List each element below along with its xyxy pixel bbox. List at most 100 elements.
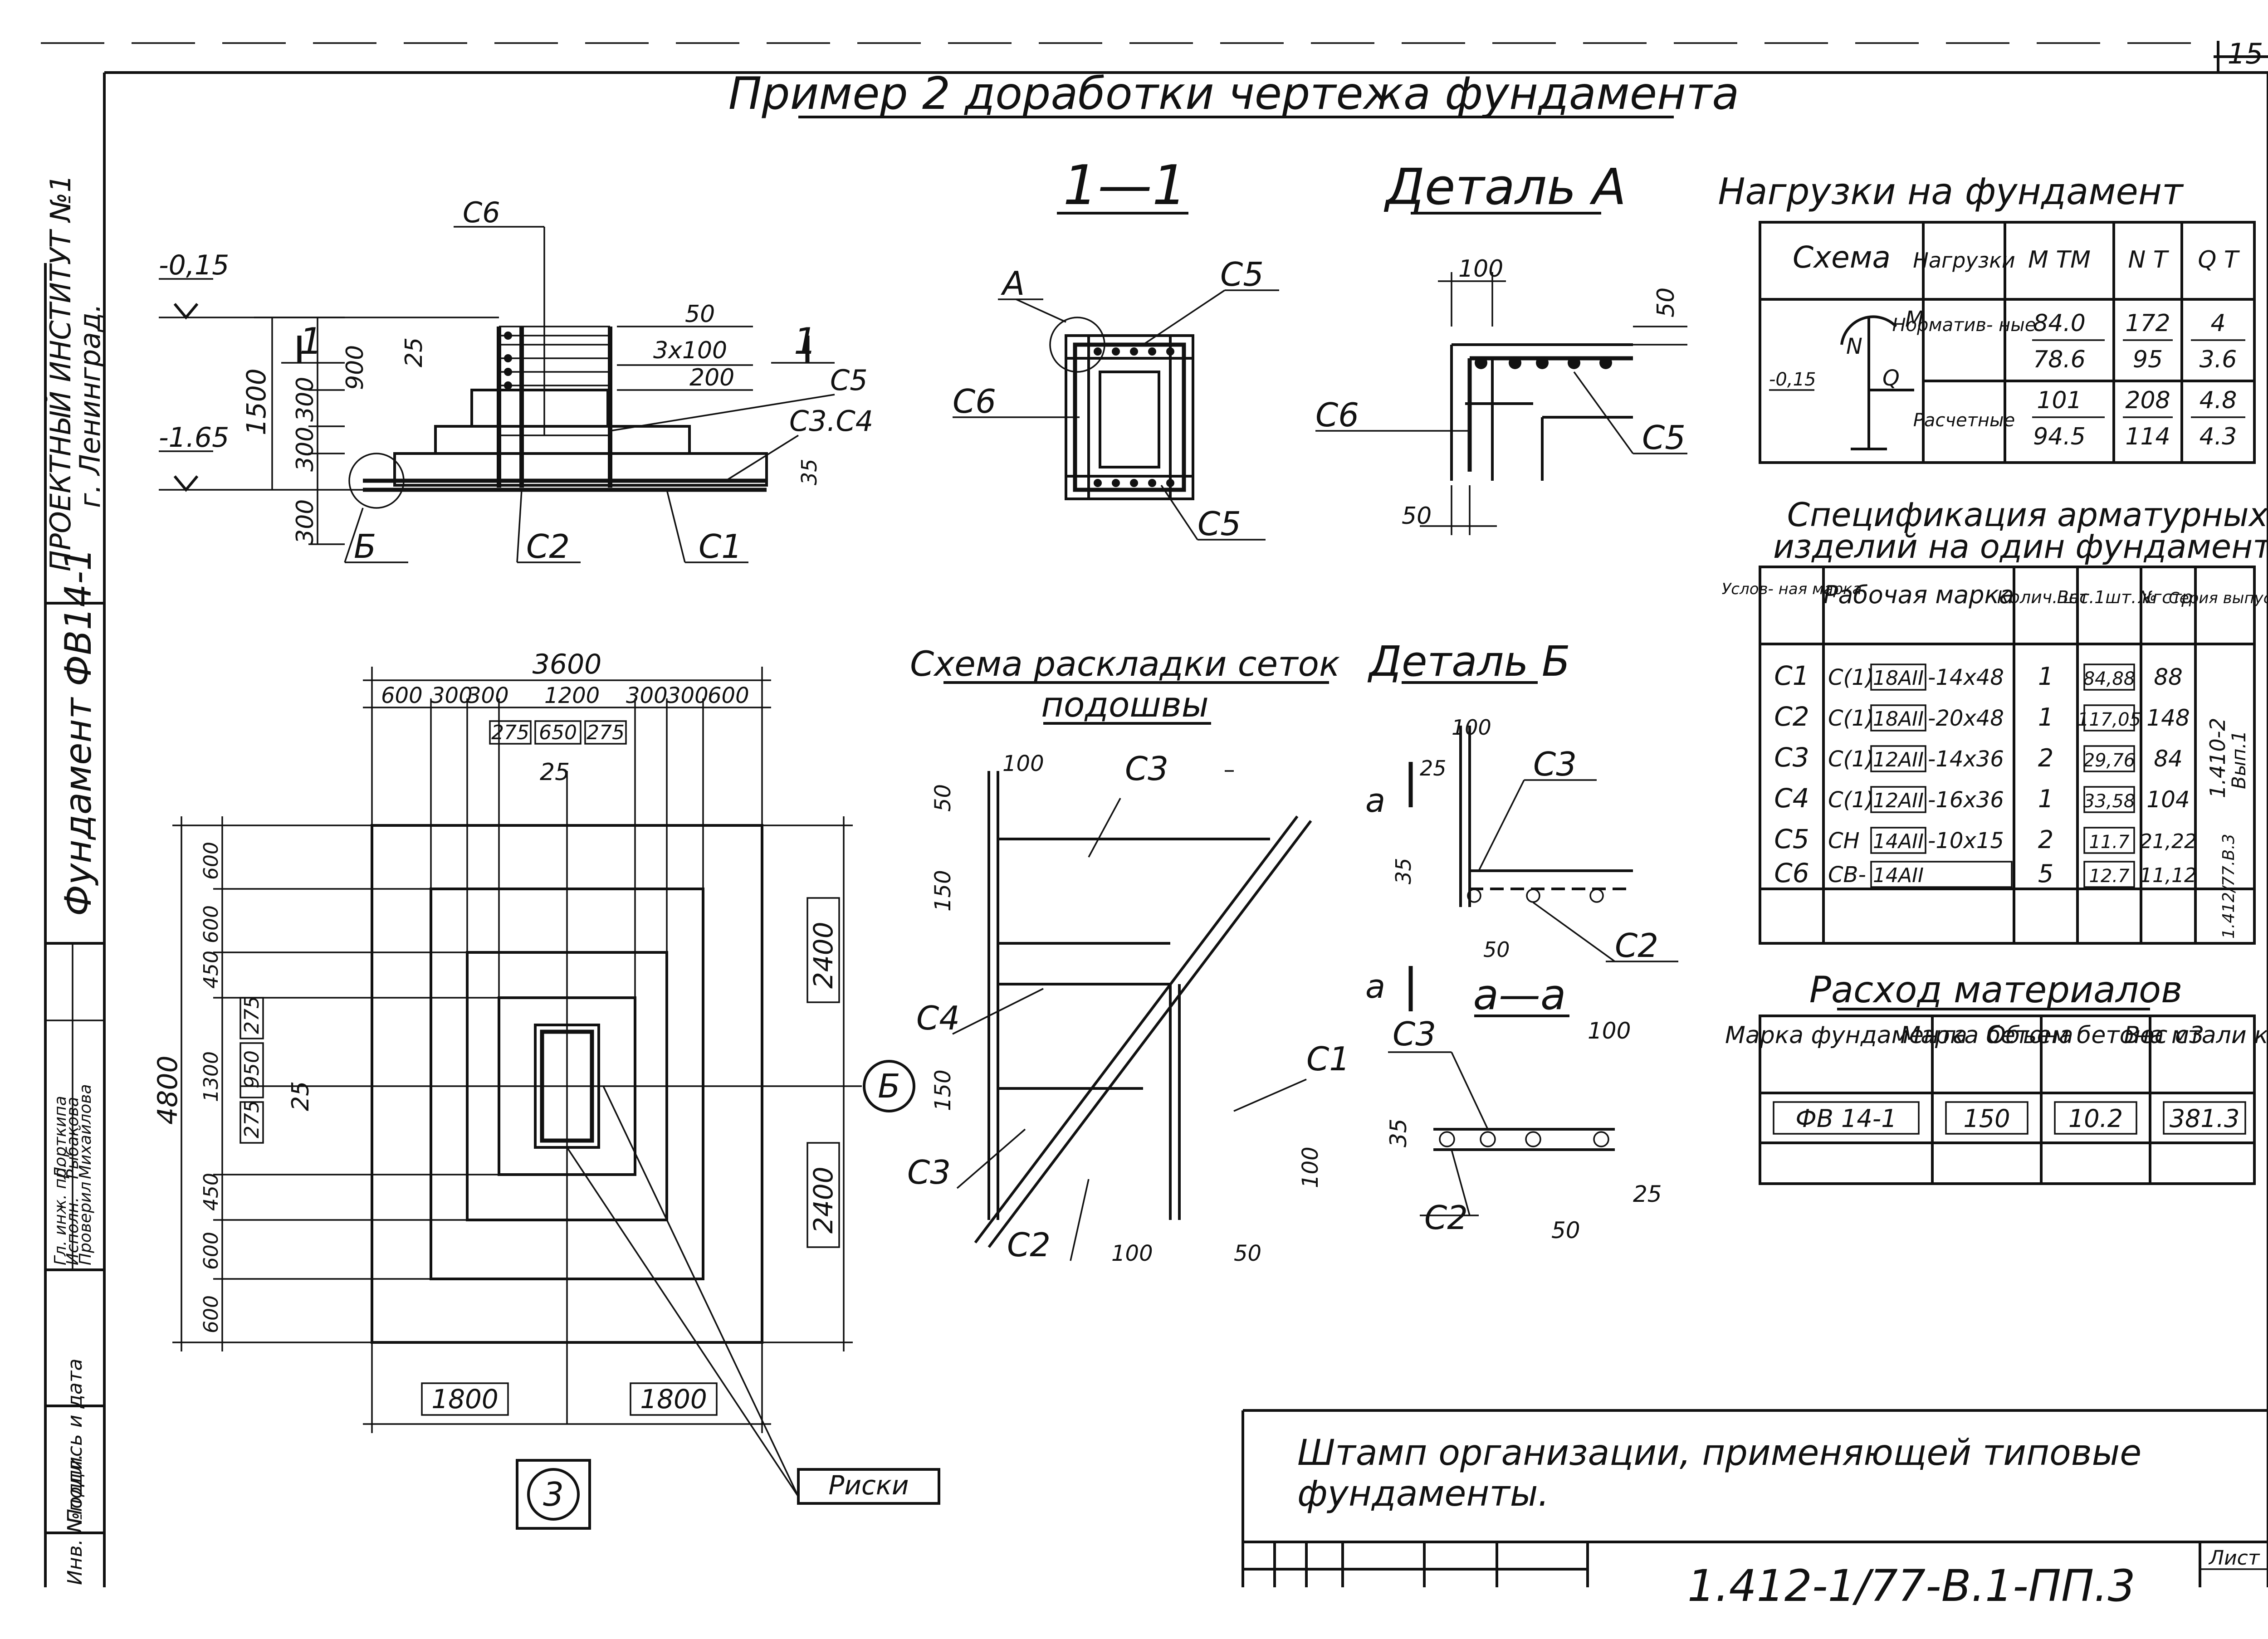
spec-row-4-boxed: 12АII [1873, 789, 1924, 812]
foundation-plan: 3600 600 300 300 1200 300 300 600 275 65… [152, 649, 940, 1530]
spec-row-5-page: 21,22 [2140, 830, 2197, 853]
role-chief-engineer: Гл. инж. пр. [51, 1163, 70, 1265]
plan-left-dim-5: 450 [200, 1173, 223, 1211]
org-line-1: ПРОЕКТНЫЙ ИНСТИТУТ №1 [44, 175, 77, 571]
mesh-dim-100-bottom: 100 [1111, 1241, 1153, 1266]
plan-top-dim-4: 1200 [544, 683, 600, 708]
materials-value-steel: 381.3 [2170, 1104, 2240, 1133]
mesh-dim-100-top: 100 [1002, 751, 1044, 776]
plan-marker-3: 3 [543, 1475, 564, 1513]
spec-row-6-boxed: 14АII [1873, 864, 1924, 887]
plan-bottom-dim-1: 1800 [431, 1384, 499, 1415]
materials-header-steel: Вес стали кг [2124, 1022, 2268, 1049]
loads-scheme-m: М [1905, 307, 1924, 332]
plan-total-width: 3600 [533, 649, 602, 680]
materials-table: Расход материалов Марка фундамента Марка… [1725, 969, 2268, 1185]
dim-50: 50 [685, 301, 715, 328]
section-1-1-label-c5-bottom: С5 [1198, 505, 1241, 543]
plan-dim-25-top: 25 [540, 759, 570, 786]
mesh-dim-50-bottom: 50 [1234, 1241, 1261, 1266]
spec-row-4-qty: 1 [2038, 785, 2053, 813]
materials-title: Расход материалов [1809, 969, 2183, 1011]
loads-row-1-q-bot: 3.6 [2200, 346, 2237, 373]
organization-stamp: Штамп организации, применяющей типовые ф… [1242, 1409, 2268, 1611]
plan-right-dim-2: 2400 [808, 1166, 839, 1234]
dim-200: 200 [689, 364, 734, 391]
spec-header-page: № стр. [2138, 587, 2198, 607]
detail-a-label-c6: С6 [1315, 396, 1359, 434]
signature-3: Михайлова [76, 1084, 95, 1179]
plan-marker-b: Б [878, 1067, 900, 1105]
section-1-1-title: 1—1 [1063, 154, 1187, 217]
detail-b-dim-50: 50 [1483, 937, 1510, 962]
spec-table: Спецификация арматурных изделий на один … [1722, 496, 2268, 945]
sheet-label: Лист [2208, 1546, 2260, 1570]
plan-total-height: 4800 [152, 1055, 184, 1125]
plan-riski-label: Риски [828, 1470, 909, 1501]
plan-boxed-top-2: 650 [539, 721, 577, 744]
plan-left-dim-6: 600 [200, 1232, 223, 1270]
detail-a-dim-50-top: 50 [1652, 288, 1680, 317]
loads-row-2-m-top: 101 [2037, 387, 2082, 414]
mesh-label-c3-top: С3 [1125, 750, 1168, 788]
dim-300-a: 300 [292, 377, 319, 422]
spec-row-3-boxed: 12АII [1873, 748, 1924, 771]
spec-row-1-suffix: -14x48 [1928, 665, 2004, 690]
sheet-designation: 1.412-1/77-В.1-ПП.3 [1687, 1561, 2136, 1611]
spec-row-4-prefix: С(1) [1828, 787, 1874, 813]
loads-row-2-q-bot: 4.3 [2200, 423, 2237, 450]
spec-row-1-page: 88 [2154, 664, 2183, 690]
spec-row: С5 СН 14АII -10x15 2 11.7 21,22 [1774, 824, 2197, 854]
plan-top-dim-2: 300 [431, 683, 473, 708]
mesh-dim-150-b: 150 [930, 1069, 956, 1111]
spec-row-3-qty: 2 [2038, 744, 2053, 772]
loads-header-scheme: Схема [1793, 240, 1891, 275]
spec-row-6-page: 11,12 [2140, 864, 2197, 887]
spec-row-5-qty: 2 [2038, 825, 2053, 854]
spec-title-1: Спецификация арматурных [1787, 496, 2268, 534]
plan-left-dim-2: 600 [200, 905, 223, 943]
section-marker-right: 1 [794, 320, 817, 362]
materials-header-volume: Объем бетона м3 [1987, 1022, 2204, 1049]
spec-row-5-weight: 11.7 [2089, 832, 2130, 853]
spec-row-2-weight: 117,05 [2077, 709, 2141, 730]
spec-row-1-boxed: 18АII [1873, 667, 1924, 690]
loads-row-2-n-bot: 114 [2125, 423, 2170, 450]
mesh-label-c1: С1 [1306, 1040, 1350, 1078]
spec-row-3-suffix: -14x36 [1928, 746, 2004, 772]
mesh-scheme: Схема раскладки сеток подошвы С3 С4 С1 С… [907, 644, 1350, 1266]
loads-header-loads: Нагрузки [1913, 248, 2015, 273]
spec-row-4-page: 104 [2146, 786, 2190, 813]
mesh-label-c4: С4 [916, 999, 960, 1037]
mesh-label-c3-bottom: С3 [907, 1153, 951, 1191]
level-top: -0,15 [159, 249, 229, 281]
plan-dim-25-left: 25 [287, 1081, 314, 1111]
spec-row: С3 С(1) 12АII -14x36 2 29,76 84 [1774, 742, 2183, 773]
loads-row-1-q-top: 4 [2210, 310, 2225, 337]
loads-header-m: М ТМ [2028, 246, 2091, 273]
role-executor: Исполн. [64, 1197, 82, 1265]
section-aa-label-c2: С2 [1424, 1199, 1468, 1237]
stamp-cell-inv-number: Инв. №подл. [64, 1454, 87, 1585]
label-c3c4: С3.С4 [789, 405, 873, 438]
spec-row-2-boxed: 18АII [1873, 707, 1924, 731]
stamp-line-2: фундаменты. [1297, 1473, 1549, 1514]
plan-top-dim-5: 300 [626, 683, 668, 708]
spec-row-6-prefix: СВ- [1828, 862, 1866, 888]
loads-row-2-type: Расчетные [1913, 410, 2015, 431]
plan-boxed-left-1: 275 [240, 996, 264, 1034]
spec-row-3-page: 84 [2154, 746, 2183, 772]
detail-b-cut-a-2: а [1365, 967, 1385, 1005]
detail-b-dim-100: 100 [1452, 715, 1491, 740]
plan-boxed-top-1: 275 [491, 721, 529, 744]
signature-2: Рыбакова [64, 1097, 82, 1179]
foundation-name-vertical: Фундамент ФВ14-1 [57, 548, 99, 916]
detail-a-dim-100: 100 [1458, 255, 1503, 283]
loads-row-2-q-top: 4.8 [2200, 387, 2237, 414]
dim-300-b: 300 [292, 427, 319, 472]
dim-35: 35 [797, 459, 821, 485]
spec-row-3-weight: 29,76 [2083, 750, 2136, 771]
spec-row-6-qty: 5 [2038, 859, 2053, 888]
mesh-scheme-title-1: Схема раскладки сеток [910, 644, 1340, 684]
